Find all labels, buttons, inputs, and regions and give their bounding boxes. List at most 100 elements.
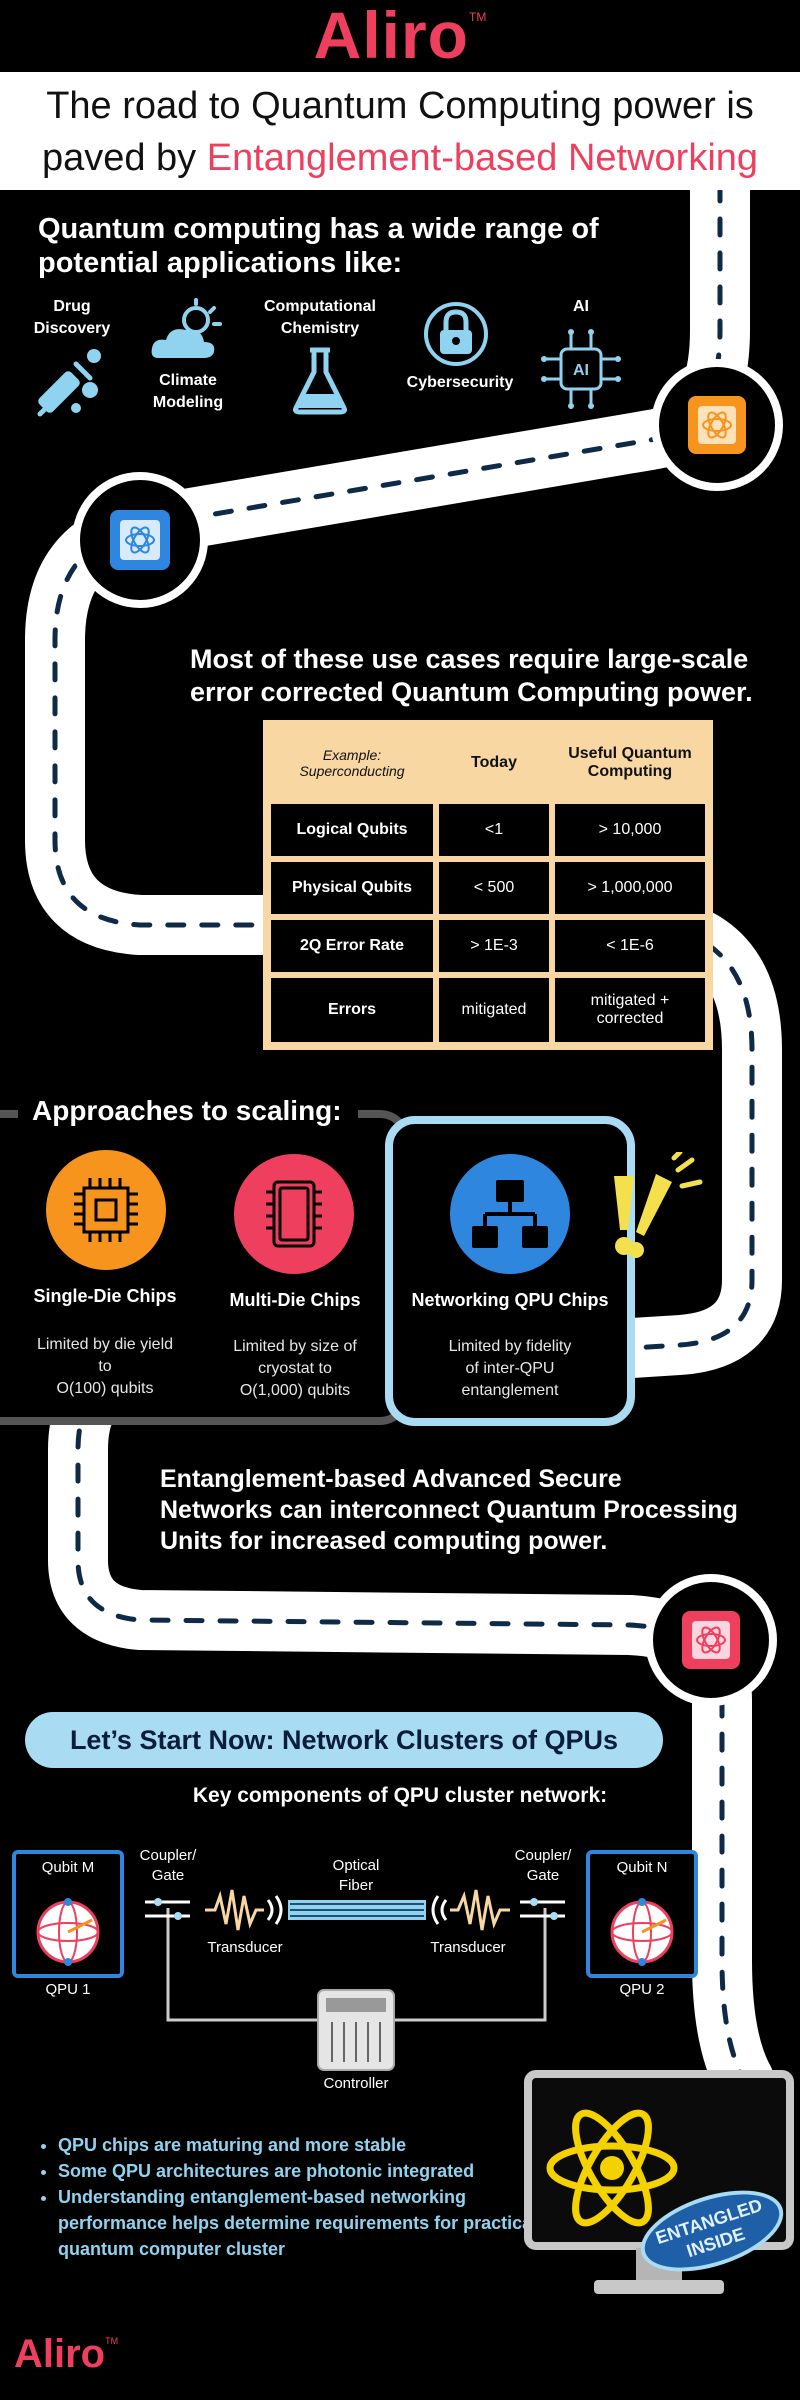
scale-heading-line-2: error corrected Quantum Computing power. — [190, 677, 753, 707]
chip-blue-circle — [72, 472, 208, 608]
applications-heading: Quantum computing has a wide range of po… — [38, 212, 658, 280]
app-drug-discovery-label: Drug Discovery — [22, 296, 122, 340]
brand-name: Aliro — [313, 0, 469, 72]
app-cybersecurity-label: Cybersecurity — [406, 374, 514, 391]
trademark: TM — [105, 2336, 119, 2346]
optical-fiber-icon — [288, 1900, 426, 1920]
desc-line: Limited by fidelity — [448, 1338, 572, 1355]
desc-line: Limited by die yield — [36, 1336, 174, 1353]
controller-icon — [317, 1989, 395, 2071]
flask-icon — [293, 347, 347, 415]
syringe-icon — [37, 349, 101, 417]
applications-heading-line-1: Quantum computing has a wide range of — [38, 213, 599, 245]
cluster-diagram — [12, 1850, 698, 2071]
desc-line: entanglement — [461, 1382, 559, 1399]
title-band: The road to Quantum Computing power is p… — [0, 72, 800, 190]
trademark: TM — [469, 10, 487, 24]
app-label-line: Discovery — [33, 320, 111, 337]
brand-name: Aliro — [14, 2332, 106, 2376]
qubit-m-label: Qubit M — [41, 1859, 95, 1876]
app-label-line: Chemistry — [280, 320, 360, 337]
label-line: Fiber — [338, 1877, 374, 1894]
qpu1-label: QPU 1 — [45, 1981, 91, 1998]
networks-paragraph: Entanglement-based Advanced Secure Netwo… — [160, 1464, 780, 1557]
title-highlight: Entanglement-based Networking — [206, 137, 759, 179]
table-cell-today: <1 — [439, 804, 549, 856]
table-row-label: Logical Qubits — [271, 804, 433, 856]
app-label-line: Drug — [53, 298, 91, 315]
brand-logo-bottom: AliroTM — [14, 2332, 118, 2377]
qubit-n-label: Qubit N — [616, 1859, 668, 1876]
lock-icon — [424, 302, 488, 366]
table-corner: Example: Superconducting — [271, 728, 433, 798]
table-header-today: Today — [439, 728, 549, 798]
ai-chip-icon: AI — [541, 329, 621, 409]
app-climate-label: Climate Modeling — [138, 370, 238, 414]
table-cell-today: mitigated — [439, 978, 549, 1042]
coupler-gate-icon — [145, 1898, 190, 1920]
cluster-subheading: Key components of QPU cluster network: — [192, 1784, 608, 1807]
desc-line: cryostat to — [258, 1360, 332, 1377]
transducer-right-label: Transducer — [430, 1939, 506, 1956]
app-chemistry-label: Computational Chemistry — [250, 296, 390, 340]
coupler-left-label: Coupler/ Gate — [128, 1846, 208, 1886]
transducer-wave-icon — [450, 1889, 510, 1931]
networks-line-1: Entanglement-based Advanced Secure — [160, 1465, 622, 1493]
chip-pink-circle — [645, 1574, 777, 1706]
cluster-pill: Let’s Start Now: Network Clusters of QPU… — [25, 1712, 663, 1768]
desc-line: O(100) qubits — [56, 1380, 154, 1397]
svg-text:AI: AI — [573, 362, 589, 379]
label-line: Coupler/ — [139, 1847, 197, 1864]
label-line: Coupler/ — [514, 1847, 572, 1864]
table-row-label: Physical Qubits — [271, 862, 433, 914]
table-header-useful: Useful Quantum Computing — [555, 728, 705, 798]
network-hierarchy-icon — [450, 1154, 570, 1274]
approaches-heading: Approaches to scaling: — [32, 1095, 342, 1126]
networks-line-3: Units for increased computing power. — [160, 1527, 608, 1555]
qpu2-label: QPU 2 — [619, 1981, 665, 1998]
networking-qpu-title: Networking QPU Chips — [411, 1290, 609, 1310]
bullet-item: Understanding entanglement-based network… — [58, 2184, 538, 2262]
networks-line-2: Networks can interconnect Quantum Proces… — [160, 1496, 738, 1524]
coupler-right-label: Coupler/ Gate — [503, 1846, 583, 1886]
label-line: Gate — [151, 1867, 185, 1884]
app-label-line: Climate — [159, 372, 217, 389]
table-corner-line-2: Superconducting — [299, 763, 405, 779]
multi-die-title: Multi-Die Chips — [229, 1290, 361, 1310]
bloch-sphere-icon — [36, 1898, 100, 1966]
coupler-gate-icon — [520, 1898, 565, 1920]
optical-fiber-label: Optical Fiber — [316, 1856, 396, 1896]
single-die-title: Single-Die Chips — [33, 1286, 177, 1306]
desc-line: of inter-QPU — [465, 1360, 555, 1377]
table-cell-today: < 500 — [439, 862, 549, 914]
bullet-item: Some QPU architectures are photonic inte… — [58, 2158, 538, 2184]
comparison-table: Example: Superconducting Today Useful Qu… — [263, 720, 713, 1050]
bloch-sphere-icon — [610, 1898, 674, 1966]
bullet-list: QPU chips are maturing and more stable S… — [38, 2132, 538, 2262]
single-die-desc: Limited by die yield to O(100) qubits — [5, 1334, 205, 1400]
exclamation-icon — [614, 1152, 703, 1258]
table-row-label: 2Q Error Rate — [271, 920, 433, 972]
weather-icon — [151, 298, 222, 358]
table-cell-useful: < 1E-6 — [555, 920, 705, 972]
bullet-item: QPU chips are maturing and more stable — [58, 2132, 538, 2158]
title-line-1: The road to Quantum Computing power is — [46, 85, 754, 127]
single-die-chip-icon — [46, 1150, 166, 1270]
transducer-left-label: Transducer — [207, 1939, 283, 1956]
scale-heading: Most of these use cases require large-sc… — [190, 643, 790, 709]
chip-orange-circle — [651, 359, 783, 491]
app-label-line: Modeling — [152, 394, 224, 411]
title-line-2: paved by Entanglement-based Networking — [0, 132, 800, 184]
approaches-heading-bg — [18, 1092, 358, 1132]
label-line: Optical — [332, 1857, 380, 1874]
desc-line: O(1,000) qubits — [239, 1382, 351, 1399]
brand-logo-top: AliroTM — [0, 0, 800, 70]
title-line-2-plain: paved by — [41, 137, 207, 179]
table-cell-today: > 1E-3 — [439, 920, 549, 972]
table-row-label: Errors — [271, 978, 433, 1042]
networking-qpu-desc: Limited by fidelity of inter-QPU entangl… — [410, 1336, 610, 1402]
multi-die-desc: Limited by size of cryostat to O(1,000) … — [195, 1336, 395, 1402]
desc-line: to — [98, 1358, 112, 1375]
table-cell-useful: > 1,000,000 — [555, 862, 705, 914]
